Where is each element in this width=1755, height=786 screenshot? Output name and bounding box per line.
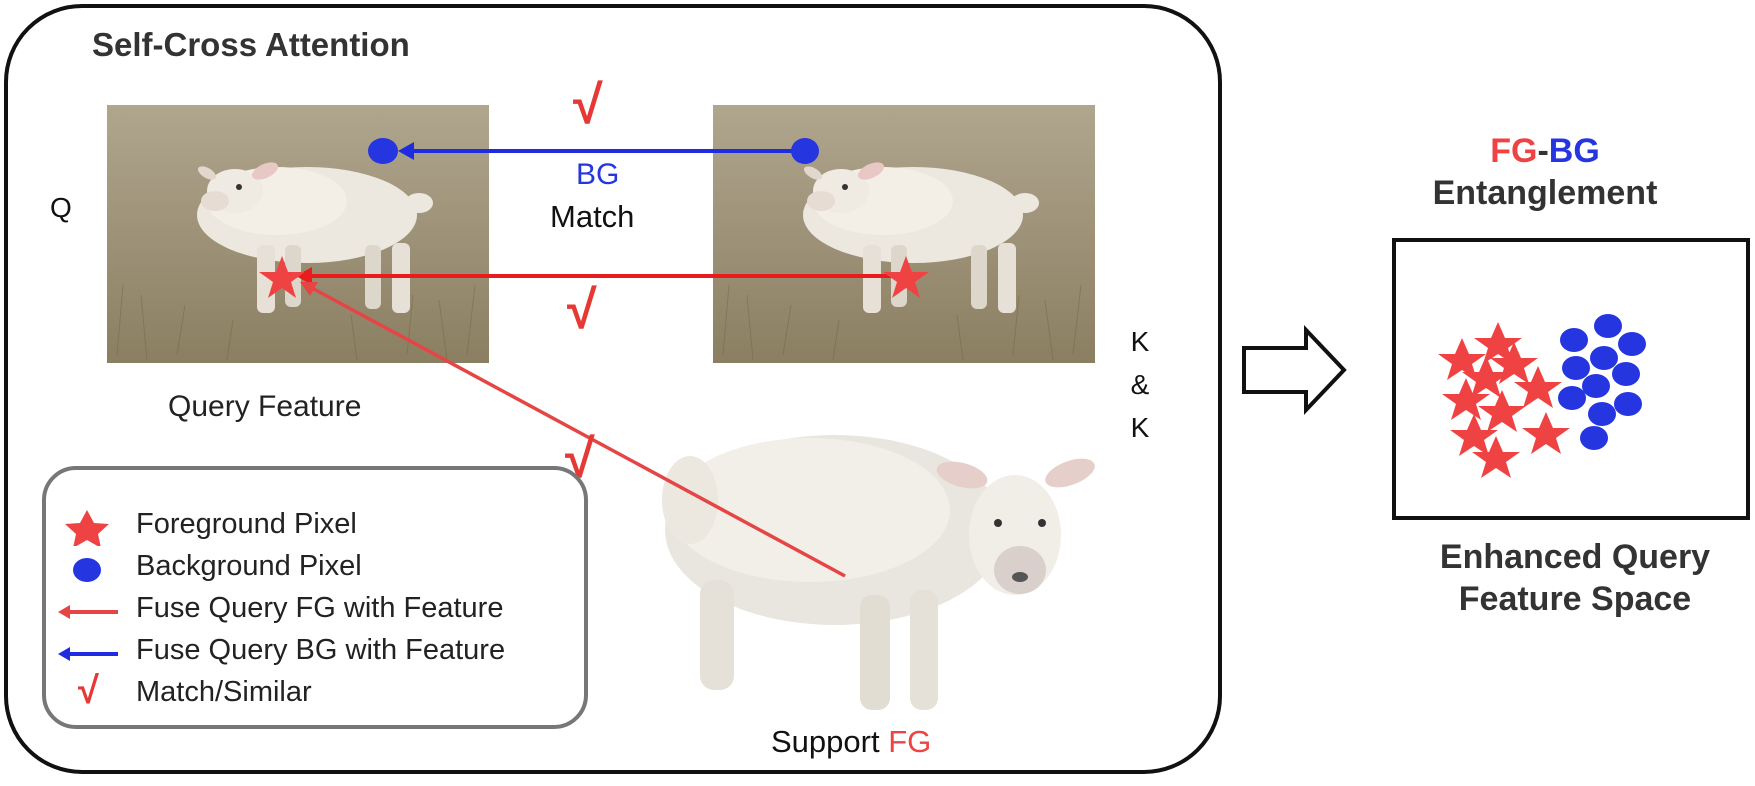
- legend-row-check: √ Match/Similar: [46, 670, 586, 714]
- support-fg-sheep-photo: [660, 405, 1100, 725]
- query-lamb-photo: [107, 105, 489, 363]
- legend-label: Background Pixel: [136, 550, 362, 582]
- entanglement-bg: BG: [1548, 132, 1600, 170]
- fg-star: [1442, 378, 1490, 420]
- query-fg-pixel: [259, 256, 305, 298]
- panel-title: Self-Cross Attention: [92, 26, 410, 63]
- query-bg-pixel: [368, 138, 398, 164]
- check-icon-fg-match: √: [567, 280, 597, 340]
- fg-star: [1490, 342, 1538, 384]
- support-fg-pixel: [883, 256, 929, 298]
- bg-ellipse: [1614, 392, 1642, 416]
- fg-star: [1450, 414, 1498, 456]
- support-caption-prefix: Support: [771, 724, 889, 759]
- fg-star: [1514, 366, 1562, 408]
- legend-label: Fuse Query FG with Feature: [136, 592, 504, 624]
- feature-space-plot: [1438, 314, 1646, 478]
- entanglement-dash: -: [1537, 132, 1549, 170]
- k-label: K & K: [1125, 320, 1155, 449]
- bg-ellipse: [1594, 314, 1622, 338]
- support-fg-caption: Support FG: [771, 724, 931, 760]
- support-fg-arrow-head: [300, 282, 318, 296]
- enhanced-line1: Enhanced Query: [1439, 538, 1711, 576]
- self-cross-attention-panel: [4, 4, 1222, 774]
- fg-bg-entanglement-label: FG-BG Entanglement: [1360, 130, 1730, 214]
- star-icon: [65, 510, 109, 546]
- support-bg-pixel: [791, 138, 819, 164]
- bg-ellipse: [1560, 328, 1588, 352]
- fg-star: [1474, 322, 1522, 364]
- q-label: Q: [50, 192, 72, 223]
- legend-row-foreground: Foreground Pixel: [46, 506, 586, 546]
- bg-ellipse: [1588, 402, 1616, 426]
- enhanced-query-space-label: Enhanced Query Feature Space: [1390, 536, 1755, 620]
- enhanced-line2: Feature Space: [1458, 580, 1692, 618]
- check-icon-bg-match: √: [573, 75, 603, 135]
- ellipse-icon: [73, 558, 101, 582]
- bg-ellipse: [1612, 362, 1640, 386]
- k-label-top: K: [1130, 326, 1150, 357]
- k-label-bottom: K: [1130, 412, 1150, 443]
- bg-label: BG: [576, 158, 620, 191]
- feature-space-box: [1392, 238, 1750, 520]
- check-icon: √: [78, 670, 99, 712]
- legend-row-background: Background Pixel: [46, 548, 586, 588]
- support-fg-arrow: [311, 286, 846, 578]
- blue-arrow-icon: [58, 647, 118, 661]
- fg-arrow-head: [296, 267, 312, 285]
- fg-star: [1478, 390, 1526, 432]
- entanglement-line1: FG-BG: [1360, 130, 1730, 172]
- bg-ellipse: [1562, 356, 1590, 380]
- entanglement-fg: FG: [1490, 132, 1538, 170]
- legend-label: Foreground Pixel: [136, 508, 357, 540]
- fg-star: [1438, 338, 1486, 380]
- bg-ellipse: [1590, 346, 1618, 370]
- red-arrow-icon: [58, 605, 118, 619]
- legend-label: Match/Similar: [136, 676, 312, 708]
- fg-star: [1462, 356, 1510, 398]
- support-caption-fg: FG: [888, 724, 932, 759]
- k-label-amp: &: [1130, 369, 1150, 400]
- query-feature-caption: Query Feature: [168, 390, 362, 423]
- legend-label: Fuse Query BG with Feature: [136, 634, 506, 666]
- match-label: Match: [550, 199, 635, 234]
- legend-row-red-arrow: Fuse Query FG with Feature: [46, 590, 586, 630]
- bg-ellipse: [1558, 386, 1586, 410]
- right-hollow-arrow: [1242, 324, 1347, 416]
- bg-ellipse: [1580, 426, 1608, 450]
- fg-star: [1472, 436, 1520, 478]
- bg-ellipse: [1582, 374, 1610, 398]
- entanglement-line2: Entanglement: [1432, 174, 1658, 212]
- legend-box: Foreground Pixel Background Pixel Fuse Q…: [42, 466, 588, 729]
- legend-row-blue-arrow: Fuse Query BG with Feature: [46, 632, 586, 672]
- bg-ellipse: [1618, 332, 1646, 356]
- fg-star: [1522, 412, 1570, 454]
- bg-arrow-head: [398, 142, 414, 160]
- support-lamb-photo: [713, 105, 1095, 363]
